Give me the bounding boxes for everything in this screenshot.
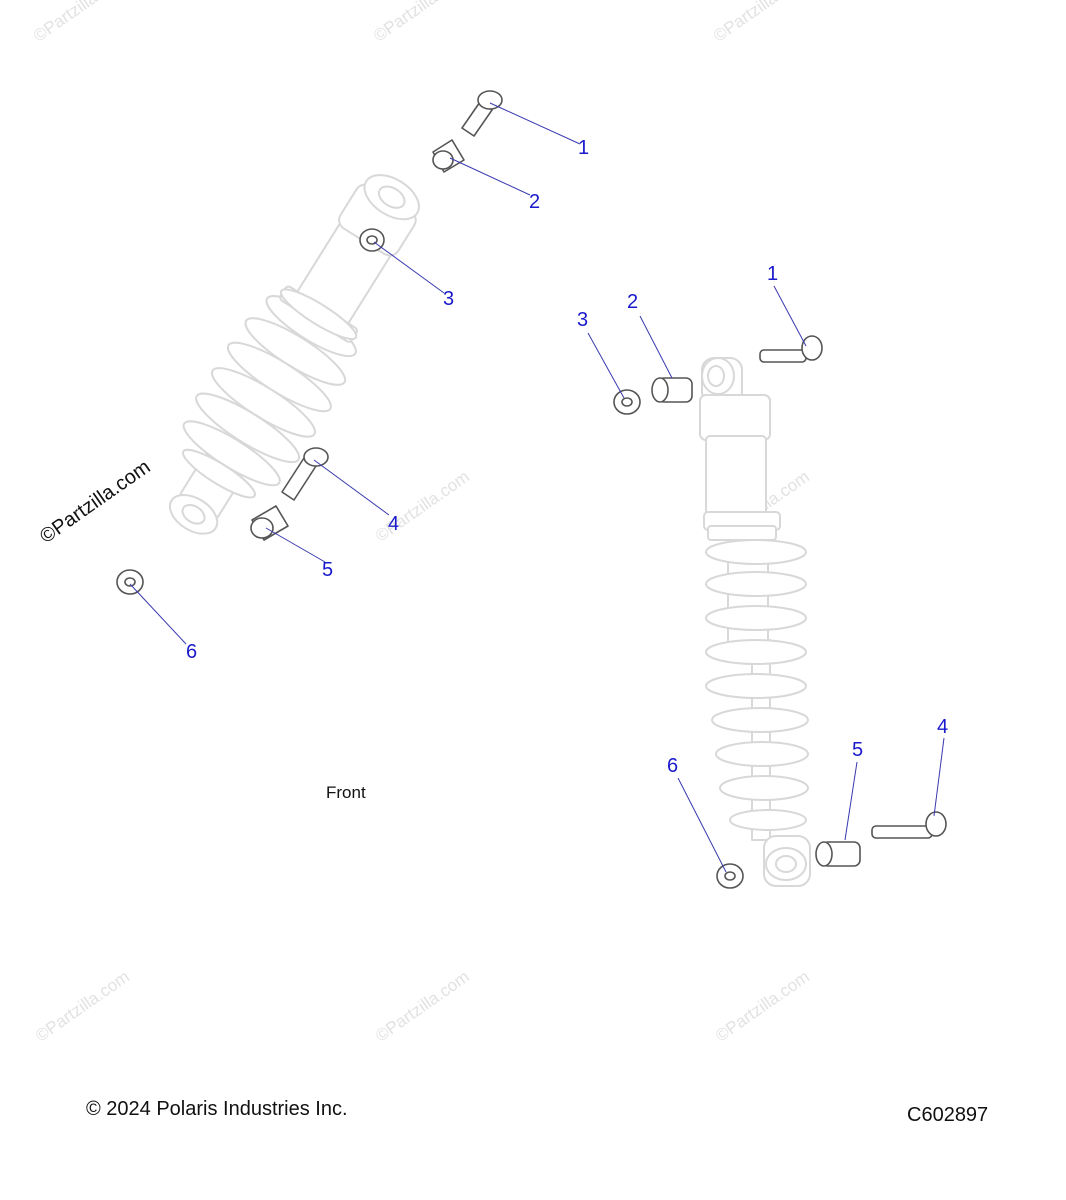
leader-left-3 <box>373 241 445 294</box>
leader-right-1 <box>773 285 807 347</box>
leader-right-2 <box>639 315 673 379</box>
callout-left-4: 4 <box>388 513 400 535</box>
leader-left-2 <box>449 157 531 196</box>
right-bearing-lower <box>716 863 744 889</box>
callout-left-3: 3 <box>443 288 455 310</box>
leader-right-5 <box>844 761 858 841</box>
front-label: Front <box>326 783 366 802</box>
callout-right-1: 1 <box>767 263 779 285</box>
left-bearing-upper <box>359 228 385 252</box>
leader-left-1 <box>489 102 581 145</box>
left-bolt-upper <box>461 90 503 137</box>
left-bolt-lower <box>281 447 329 501</box>
leader-left-5 <box>265 527 326 563</box>
left-shock-absorber <box>168 174 420 535</box>
left-bushing-lower <box>250 505 289 541</box>
right-shock-absorber <box>699 357 811 887</box>
diagram-code: C602897 <box>907 1104 989 1126</box>
callout-right-3: 3 <box>577 309 589 331</box>
leader-right-3 <box>587 332 625 399</box>
leader-right-4 <box>933 737 945 817</box>
leader-right-6 <box>677 777 727 873</box>
callout-left-5: 5 <box>322 559 334 581</box>
right-bushing-lower <box>815 841 861 867</box>
left-bearing-lower <box>116 569 144 595</box>
callout-right-4: 4 <box>937 716 949 738</box>
copyright-text: © 2024 Polaris Industries Inc. <box>86 1098 348 1120</box>
callout-right-2: 2 <box>627 291 639 313</box>
right-bolt-lower <box>871 811 947 839</box>
leader-left-4 <box>313 459 390 516</box>
callout-left-1: 1 <box>578 137 590 159</box>
callout-right-6: 6 <box>667 755 679 777</box>
left-bushing-upper <box>432 139 465 173</box>
leader-left-6 <box>129 583 187 645</box>
right-bushing-upper <box>651 377 693 403</box>
callout-left-2: 2 <box>529 191 541 213</box>
callout-right-5: 5 <box>852 739 864 761</box>
callout-left-6: 6 <box>186 641 198 663</box>
right-bolt-upper <box>759 335 823 363</box>
right-bearing-upper <box>613 389 641 415</box>
